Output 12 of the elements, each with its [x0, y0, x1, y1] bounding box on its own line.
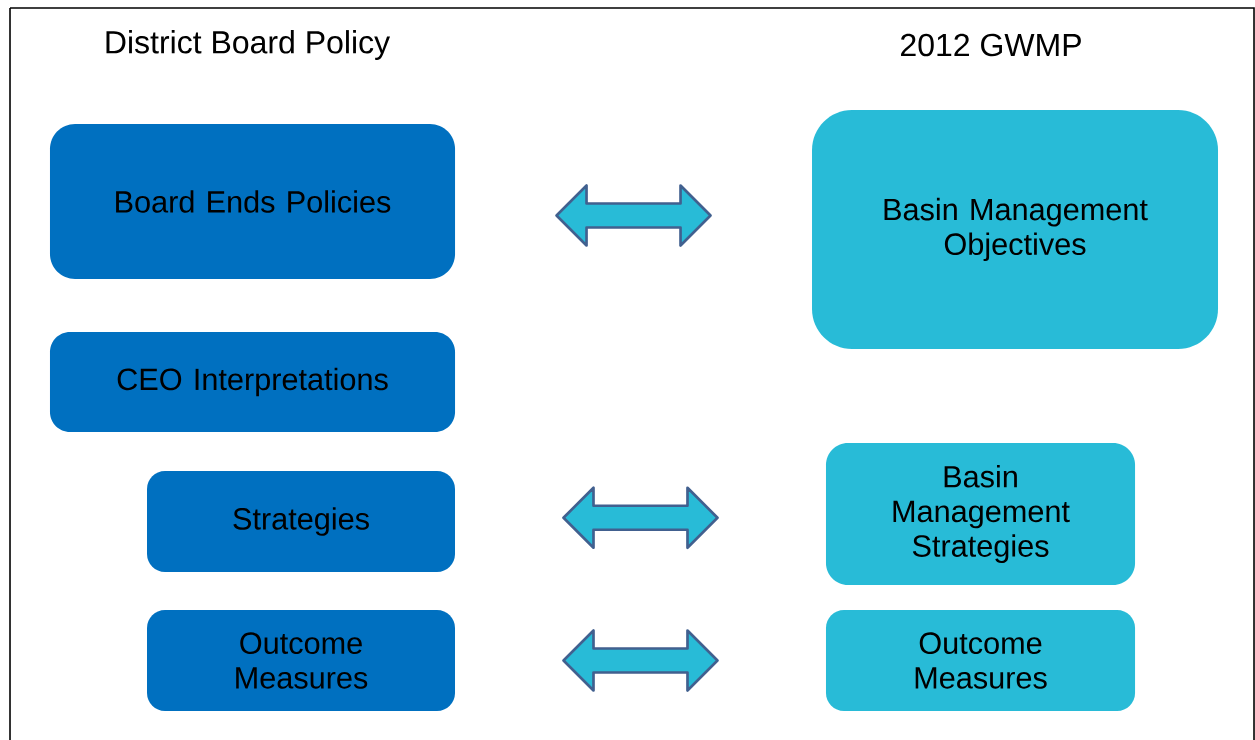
policy-box: CEO Interpretations — [49, 332, 456, 432]
column-heading: District Board Policy — [106, 30, 391, 60]
policy-box: Board Ends Policies — [49, 124, 456, 279]
double-arrow — [562, 629, 719, 692]
policy-box: Outcome Measures — [826, 609, 1136, 712]
policy-box: Basin Management Objectives — [812, 110, 1218, 349]
column-heading: 2012 GWMP — [901, 33, 1081, 57]
double-arrow — [555, 184, 712, 247]
policy-box: Strategies — [147, 471, 455, 573]
policy-box: Outcome Measures — [147, 609, 455, 712]
policy-box: Basin Management Strategies — [826, 443, 1136, 585]
double-arrow — [562, 486, 719, 550]
